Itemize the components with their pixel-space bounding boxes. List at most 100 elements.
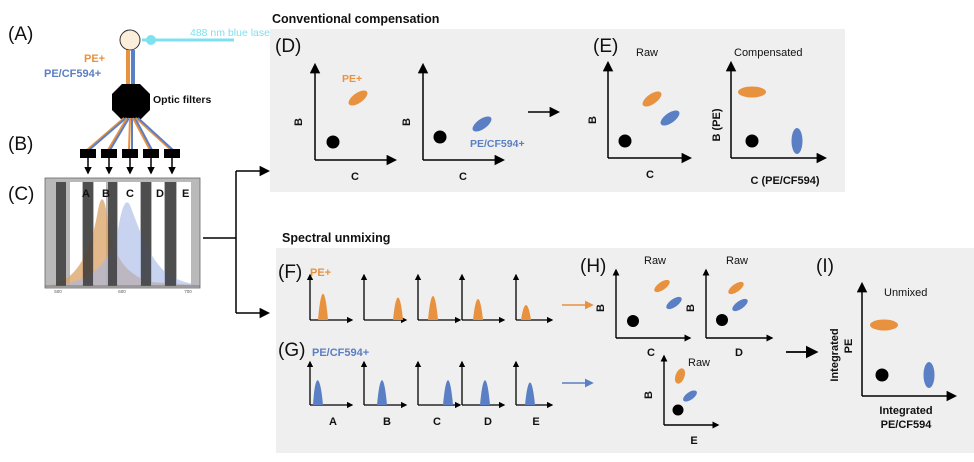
- h3-y-axis-label: B: [643, 391, 655, 399]
- filter-window-a: [70, 182, 82, 286]
- negative-population-dot: [618, 134, 632, 148]
- h3-x-axis-label: E: [690, 435, 697, 447]
- g-channel-b-label: B: [383, 416, 391, 428]
- filter-letter-b: B: [102, 188, 110, 200]
- h1-caption: Raw: [644, 255, 666, 267]
- i-y-axis-label-line1: Integrated: [829, 328, 841, 381]
- filter-letter-e: E: [182, 188, 189, 200]
- laser-label-text: 488 nm blue laser: [190, 27, 274, 39]
- d-plot2-y-axis-label: B: [401, 118, 413, 126]
- i-caption: Unmixed: [884, 287, 927, 299]
- d-plot1-pe-label: PE+: [342, 73, 362, 85]
- panel-label-h: (H): [580, 256, 606, 277]
- pe-population-ellipse: [728, 281, 744, 295]
- g-spectrum-e: E: [512, 360, 554, 428]
- optic-filters-label: Optic filters: [153, 94, 212, 106]
- f-spectrum-b: [360, 273, 408, 324]
- spectrum-tick-600: 600: [118, 289, 126, 294]
- f-spectrum-d: [458, 273, 506, 324]
- cf594-population-ellipse: [472, 116, 492, 132]
- panel-label-b: (B): [8, 134, 33, 155]
- g-channel-a-label: A: [329, 416, 337, 428]
- pe-population-ellipse: [654, 279, 670, 293]
- negative-population-dot: [716, 314, 728, 326]
- h2-y-axis-label: B: [685, 304, 697, 312]
- h2-caption: Raw: [726, 255, 748, 267]
- f-spectrum-e: [512, 273, 554, 324]
- d-plot-cf594: B C PE/CF594+: [401, 62, 525, 183]
- d-plot1-y-axis-label: B: [293, 118, 305, 126]
- e-raw-plot: Raw B C: [587, 47, 693, 181]
- negative-population-dot: [672, 404, 684, 416]
- e-raw-y-axis-label: B: [587, 116, 599, 124]
- optic-filters-octagon-icon: [112, 84, 150, 120]
- laser-label: 488 nm blue laser: [190, 27, 274, 39]
- filter-letter-d: D: [156, 188, 164, 200]
- detector-icon: [80, 149, 96, 158]
- i-x-axis-label-line1: Integrated: [879, 405, 932, 417]
- pe-population-ellipse: [738, 86, 766, 98]
- g-cf594-label: PE/CF594+: [312, 347, 369, 359]
- spectral-title: Spectral unmixing: [282, 231, 390, 245]
- e-comp-x-axis-label: C (PE/CF594): [750, 175, 819, 187]
- cf594-population-ellipse: [660, 110, 680, 126]
- negative-population-dot: [433, 130, 447, 144]
- g-channel-c-label: C: [433, 416, 441, 428]
- detector-icon: [143, 149, 159, 158]
- spectral-panel: [276, 248, 974, 453]
- pe-population-ellipse: [870, 319, 898, 331]
- cf594-label: PE/CF594+: [44, 68, 101, 80]
- h-plot-b-vs-e: Raw B E: [643, 354, 720, 447]
- g-cf594-spectra-row: A B C D E: [306, 360, 554, 428]
- h2-x-axis-label: D: [735, 347, 743, 359]
- g-channel-e-label: E: [532, 416, 539, 428]
- cf594-population-ellipse: [732, 298, 748, 312]
- spectrum-tick-700: 700: [184, 289, 192, 294]
- negative-population-dot: [627, 315, 639, 327]
- detector-icon: [122, 149, 138, 158]
- g-spectrum-a: A: [306, 360, 354, 428]
- g-spectrum-b: B: [360, 360, 408, 428]
- panel-label-e: (E): [593, 36, 618, 57]
- filter-window-e: [177, 182, 191, 286]
- branch-connector: [203, 165, 271, 319]
- emission-spectrum: 500 600 700 A B C D E: [44, 177, 201, 294]
- negative-population-dot: [875, 368, 889, 382]
- cf594-population-ellipse: [791, 128, 803, 154]
- f-spectrum-a: [306, 273, 354, 324]
- pe-population-ellipse: [674, 368, 686, 384]
- cf594-population-ellipse: [923, 362, 935, 388]
- filter-window-d: [152, 182, 164, 286]
- detector-icon: [101, 149, 117, 158]
- e-raw-x-axis-label: C: [646, 169, 654, 181]
- e-raw-caption: Raw: [636, 47, 658, 59]
- e-comp-caption: Compensated: [734, 47, 803, 59]
- panel-label-a: (A): [8, 24, 33, 45]
- panel-label-i: (I): [816, 256, 834, 277]
- d-plot-pe: B C PE+: [293, 62, 398, 183]
- f-pe-label: PE+: [310, 267, 331, 279]
- e-compensated-plot: Compensated B (PE) C (PE/CF594): [711, 47, 828, 187]
- spectrum-tick-500: 500: [54, 289, 62, 294]
- h-plot-b-vs-c: Raw B C: [595, 255, 692, 359]
- filter-letter-a: A: [82, 188, 90, 200]
- filter-letter-c: C: [126, 188, 134, 200]
- panel-label-f: (F): [278, 262, 302, 283]
- negative-population-dot: [326, 135, 340, 149]
- pe-label: PE+: [84, 53, 105, 65]
- d-plot2-cf594-label: PE/CF594+: [470, 138, 525, 150]
- instrument-schematic: (A) (B) (C) 488 nm blue laser PE+ PE/CF5…: [8, 24, 274, 319]
- h3-caption: Raw: [688, 357, 710, 369]
- h1-x-axis-label: C: [647, 347, 655, 359]
- g-spectrum-d: D: [458, 360, 506, 428]
- f-spectrum-c: [414, 273, 462, 324]
- e-comp-y-axis-label: B (PE): [711, 108, 723, 141]
- h-plot-b-vs-d: Raw B D: [685, 255, 774, 359]
- conventional-title: Conventional compensation: [272, 12, 439, 26]
- g-channel-d-label: D: [484, 416, 492, 428]
- laser-spot-icon: [146, 35, 156, 45]
- f-pe-spectra-row: [306, 273, 554, 324]
- fan-out-lines: [86, 117, 174, 151]
- i-unmixed-plot: Unmixed Integrated PE Integrated PE/CF59…: [829, 281, 958, 431]
